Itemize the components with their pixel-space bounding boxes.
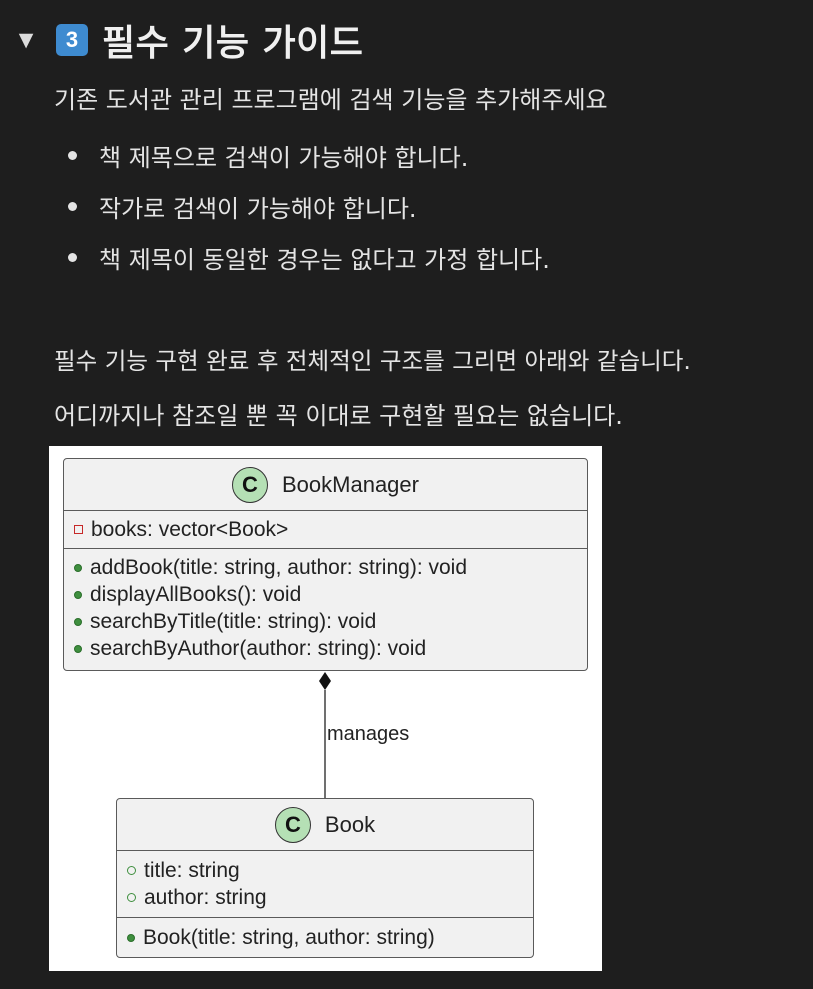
methods-section: Book(title: string, author: string) [117,918,533,957]
bullet-icon [68,151,77,160]
method-row: searchByTitle(title: string): void [74,608,577,635]
class-book: C Book title: string author: string Book… [116,798,534,958]
uml-class-diagram: manages C BookManager books: vector<Book… [49,446,602,971]
method-row: searchByAuthor(author: string): void [74,635,577,662]
public-method-icon [127,933,135,942]
note-line-2: 어디까지나 참조일 뿐 꼭 이대로 구현할 필요는 없습니다. [54,402,623,430]
class-name: Book [324,811,376,837]
method-text: addBook(title: string, author: string): … [90,555,468,579]
public-method-icon [74,617,82,626]
methods-section: addBook(title: string, author: string): … [64,549,587,667]
class-header: C BookManager [64,459,587,511]
method-text: Book(title: string, author: string) [143,925,435,949]
attribute-text: author: string [144,885,267,909]
public-method-icon [74,563,82,572]
attributes-section: title: string author: string [117,851,533,918]
intro-text: 기존 도서관 관리 프로그램에 검색 기능을 추가해주세요 [54,86,608,114]
method-text: displayAllBooks(): void [90,582,302,606]
attribute-text: title: string [144,858,240,882]
method-row: displayAllBooks(): void [74,581,577,608]
class-bookmanager: C BookManager books: vector<Book> addBoo… [63,458,588,671]
list-item: 책 제목이 동일한 경우는 없다고 가정 합니다. [62,232,550,283]
public-method-icon [74,590,82,599]
public-field-icon [127,893,136,902]
keycap-number-badge: 3 [56,24,88,56]
list-item-text: 작가로 검색이 가능해야 합니다. [99,195,417,223]
association-label: manages [327,723,410,745]
list-item-text: 책 제목이 동일한 경우는 없다고 가정 합니다. [99,246,550,274]
list-item-text: 책 제목으로 검색이 가능해야 합니다. [99,144,469,172]
attribute-row: books: vector<Book> [74,516,577,543]
attributes-section: books: vector<Book> [64,511,587,549]
public-field-icon [127,866,136,875]
requirement-list: 책 제목으로 검색이 가능해야 합니다. 작가로 검색이 가능해야 합니다. 책… [62,130,550,283]
note-line-1: 필수 기능 구현 완료 후 전체적인 구조를 그리면 아래와 같습니다. [54,347,691,375]
method-row: addBook(title: string, author: string): … [74,554,577,581]
class-name: BookManager [282,471,419,497]
section-title: 필수 기능 가이드 [102,23,364,64]
method-row: Book(title: string, author: string) [127,924,523,951]
method-text: searchByTitle(title: string): void [90,609,377,633]
method-text: searchByAuthor(author: string): void [90,636,427,660]
attribute-text: books: vector<Book> [91,517,289,541]
list-item: 작가로 검색이 가능해야 합니다. [62,181,550,232]
composition-diamond-icon [319,672,331,690]
private-field-icon [74,525,83,534]
bullet-icon [68,202,77,211]
association-line [319,672,331,798]
attribute-row: author: string [127,884,523,911]
class-c-icon: C [274,806,311,843]
toggle-triangle-icon[interactable]: ▼ [18,29,34,51]
toggle-heading[interactable]: ▼ 3 필수 기능 가이드 [14,12,363,68]
list-item: 책 제목으로 검색이 가능해야 합니다. [62,130,550,181]
attribute-row: title: string [127,857,523,884]
bullet-icon [68,253,77,262]
class-c-icon: C [232,466,268,503]
public-method-icon [74,644,82,653]
class-header: C Book [117,799,533,851]
